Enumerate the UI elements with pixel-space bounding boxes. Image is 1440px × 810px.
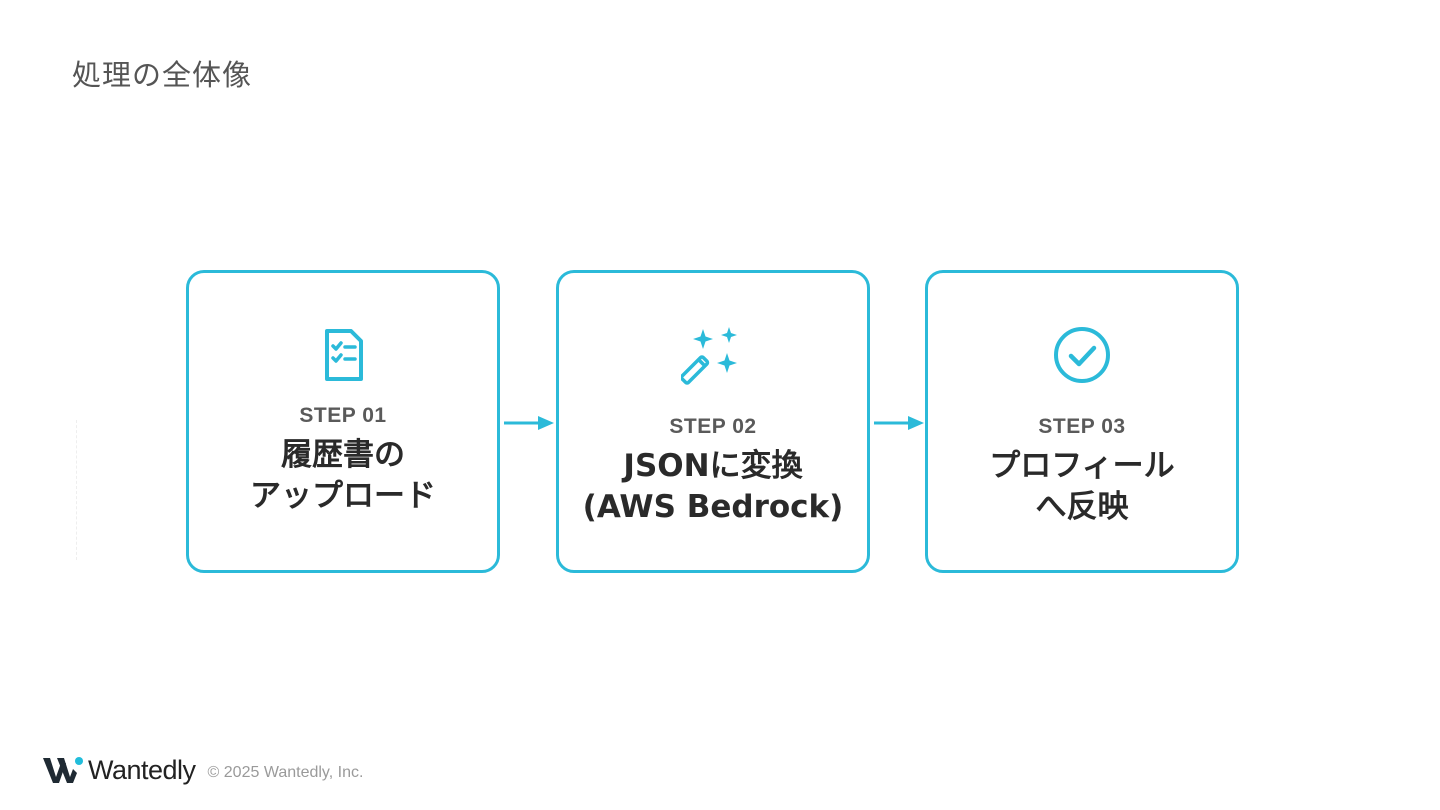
- check-circle-icon: [1050, 323, 1114, 387]
- step-description-line: プロフィール: [989, 448, 1175, 484]
- step-description-line: (AWS Bedrock): [582, 489, 844, 525]
- step-card-3: STEP 03 プロフィール へ反映: [925, 270, 1239, 573]
- step-card-1: STEP 01 履歴書の アップロード: [186, 270, 500, 573]
- arrow-right-icon: [504, 412, 556, 434]
- wantedly-logo-icon: [42, 755, 84, 785]
- step-description: JSONに変換 (AWS Bedrock): [559, 446, 867, 528]
- step-label: STEP 02: [669, 415, 757, 438]
- step-description: 履歴書の アップロード: [189, 435, 497, 517]
- footer: Wantedly © 2025 Wantedly, Inc.: [42, 752, 363, 788]
- page-title: 処理の全体像: [72, 58, 253, 92]
- checklist-document-icon: [311, 323, 375, 387]
- step-description-line: JSONに変換: [623, 448, 803, 484]
- step-description-line: 履歴書の: [281, 437, 405, 473]
- step-description: プロフィール へ反映: [928, 446, 1236, 528]
- step-label: STEP 01: [299, 404, 387, 427]
- step-card-2: STEP 02 JSONに変換 (AWS Bedrock): [556, 270, 870, 573]
- arrow-right-icon: [874, 412, 926, 434]
- divider: [76, 420, 77, 560]
- step-description-line: アップロード: [250, 478, 436, 514]
- brand-name: Wantedly: [88, 754, 196, 785]
- magic-wand-icon: [681, 323, 745, 387]
- step-description-line: へ反映: [1035, 489, 1129, 525]
- step-label: STEP 03: [1038, 415, 1126, 438]
- copyright-text: © 2025 Wantedly, Inc.: [207, 764, 364, 781]
